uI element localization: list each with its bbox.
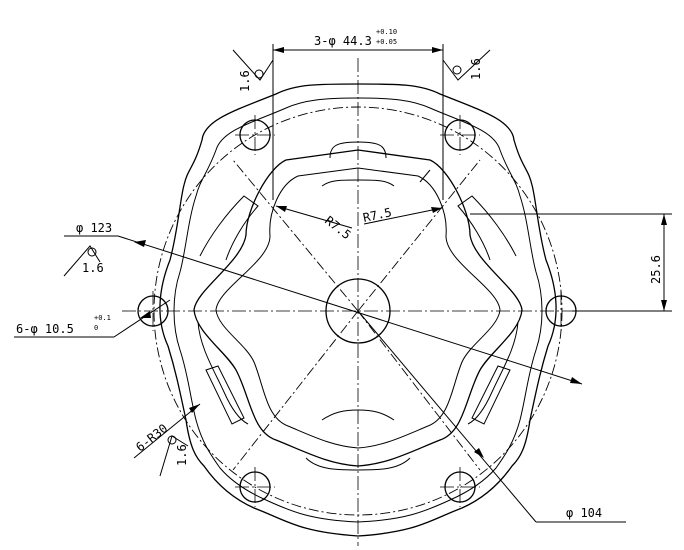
side-hole-dim-label: 6-φ 10.5 [16,322,74,336]
core-groove-left2 [205,365,245,425]
core-groove-left [197,321,249,425]
side-tol-lower: 0 [94,324,98,332]
roughness-bottom-left-value: 1.6 [175,444,189,466]
top-hole-dimension: 3-φ 44.3 +0.10 +0.05 [272,28,444,200]
core-outer-outline [193,149,523,467]
core-inner-outline [215,167,501,449]
flange-outline [159,83,557,537]
roughness-mid-left-value: 1.6 [82,261,104,275]
radius-dimensions: R7.5 R7.5 [275,169,443,242]
top-tol-upper: +0.10 [376,28,397,36]
core-groove-top-inner [321,179,395,187]
core-groove-right2 [471,365,511,425]
side-hole-dimension: 6-φ 10.5 +0.1 0 [14,299,171,338]
bottom-dia-label: φ 104 [566,506,602,520]
core-groove-bottom [305,457,411,471]
center-bore [325,278,391,344]
outer-dia-label: φ 123 [76,221,112,235]
height-dimension: 25.6 [470,213,672,312]
core-arm-upper-right [457,195,517,261]
fillet-dim-label: 6-R30 [133,421,170,454]
recess-outline [173,97,543,523]
bolt-holes [137,115,577,507]
roughness-symbol-top-left: 1.6 [232,49,274,92]
side-tol-upper: +0.1 [94,314,111,322]
roughness-top-left-value: 1.6 [238,70,252,92]
top-tol-lower: +0.05 [376,38,397,46]
radius-left-label: R7.5 [322,213,353,242]
roughness-top-right-value: 1.6 [469,58,483,80]
roughness-symbol-top-right: 1.6 [442,49,491,81]
centerlines [122,58,598,546]
core-groove-top [329,141,387,159]
height-dim-label: 25.6 [649,255,663,284]
core-groove-right [467,321,519,425]
radius-right-label: R7.5 [362,205,393,225]
core-arm-upper-left [199,195,259,261]
bore-diameter-dimension: φ 104 [357,310,626,523]
top-hole-dim-label: 3-φ 44.3 [314,34,372,48]
outer-diameter-dimension: φ 123 1.6 [63,221,583,385]
core-groove-bottom-inner [321,409,395,421]
